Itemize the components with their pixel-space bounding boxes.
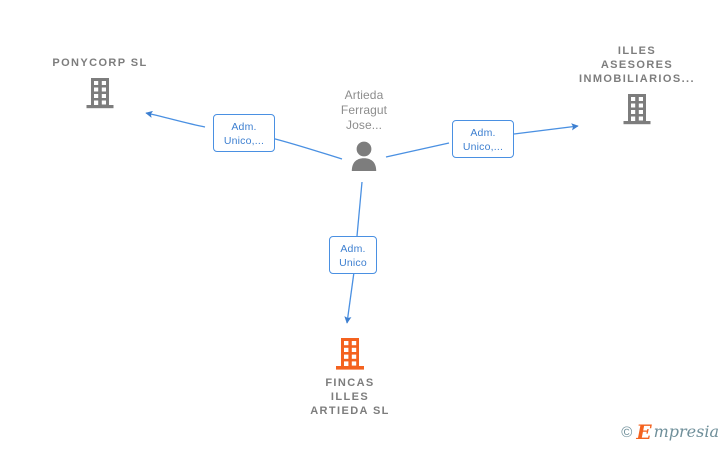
building-icon (336, 338, 364, 370)
node-fincas-illes-artieda[interactable]: FINCAS ILLES ARTIEDA SL (270, 336, 430, 418)
building-icon (623, 94, 651, 125)
empresia-logo-initial: E (636, 420, 652, 444)
empresia-logo-text: mpresia (653, 422, 719, 441)
edge-person-to-fincas (356, 181, 363, 237)
copyright-icon: © (621, 423, 633, 441)
empresia-watermark: © E mpresia (621, 422, 719, 442)
edge-label-to-illes-asesores[interactable]: Adm. Unico,... (452, 120, 514, 158)
edge-person-to-illes-asesores (385, 142, 450, 158)
node-person-label: Artieda Ferragut Jose... (340, 88, 388, 132)
node-illes-asesores[interactable]: ILLES ASESORES INMOBILIARIOS... (557, 44, 717, 126)
node-ponycorp-label: PONYCORP SL (52, 57, 148, 69)
edge-person-to-illes-asesores-tail (513, 123, 579, 135)
edge-label-to-fincas[interactable]: Adm. Unico (329, 236, 377, 274)
edge-person-to-ponycorp-tail (145, 110, 206, 128)
node-illes-asesores-label: ILLES ASESORES INMOBILIARIOS... (579, 45, 695, 85)
node-ponycorp[interactable]: PONYCORP SL (20, 56, 180, 110)
edge-label-to-ponycorp[interactable]: Adm. Unico,... (213, 114, 275, 152)
person-icon (351, 141, 377, 171)
node-person-artieda[interactable]: Artieda Ferragut Jose... (284, 88, 444, 172)
node-fincas-illes-artieda-label: FINCAS ILLES ARTIEDA SL (310, 377, 390, 417)
building-icon (86, 78, 114, 109)
edge-person-to-fincas-tail (344, 271, 355, 324)
